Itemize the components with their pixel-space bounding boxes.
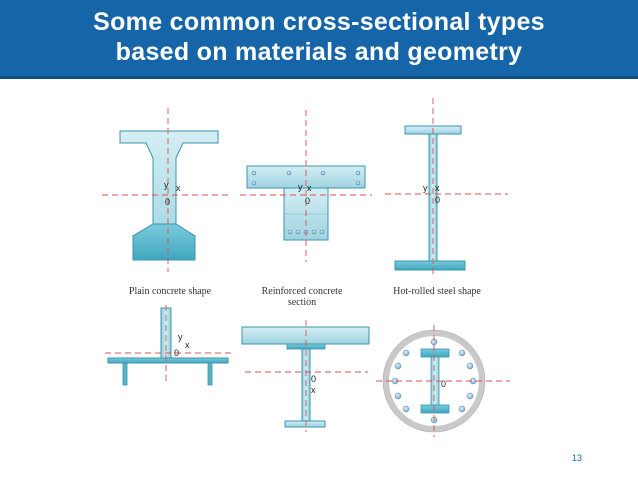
rebar-dot (458, 405, 466, 413)
built-up-left-leg (122, 362, 128, 386)
rebar-dot (320, 170, 326, 176)
x-axis-label: x (307, 183, 312, 193)
x-axis-label: x (435, 183, 440, 193)
rebar-dot (466, 362, 474, 370)
x-axis-label: x (185, 340, 190, 350)
composite-deck-section: 0 x (241, 320, 370, 432)
origin-label: 0 (165, 197, 170, 207)
plain-concrete-section: y x 0 Plain concrete shape (102, 108, 232, 297)
y-axis-label: y (298, 182, 303, 192)
rebar-dot (319, 229, 325, 235)
rebar-dot (394, 362, 402, 370)
page-number: 13 (572, 453, 583, 463)
rebar-dot (287, 229, 293, 235)
origin-label: 0 (441, 379, 446, 389)
reinforced-concrete-caption-line-1: Reinforced concrete (262, 286, 343, 297)
encased-bottom-flange (420, 404, 450, 414)
origin-label: 0 (305, 196, 310, 206)
title-banner-underline (0, 76, 638, 79)
encasement-rebars (391, 338, 477, 424)
x-axis-label: x (311, 385, 316, 395)
rebar-dot (402, 349, 410, 357)
slide-title-line-1: Some common cross-sectional types (93, 8, 545, 36)
built-up-channel-section: y x 0 (105, 305, 232, 386)
y-axis-label: y (178, 332, 183, 342)
built-up-right-leg (207, 362, 213, 386)
x-axis-label: x (176, 183, 181, 193)
rebar-dot (311, 229, 317, 235)
plain-concrete-base-bulb (132, 223, 196, 261)
title-banner (0, 0, 638, 76)
rebar-dot (251, 180, 257, 186)
origin-label: 0 (174, 348, 179, 358)
rebar-dot (458, 349, 466, 357)
rebar-dot (394, 392, 402, 400)
slide-title-line-2: based on materials and geometry (115, 38, 523, 66)
reinforced-concrete-caption-line-2: section (288, 297, 316, 308)
rebar-dot (355, 180, 361, 186)
steel-bottom-flange (394, 260, 466, 271)
rebar-dot (251, 170, 257, 176)
y-axis-label: y (423, 183, 428, 193)
composite-bottom-flange (284, 420, 326, 428)
hot-rolled-steel-section: y x 0 Hot-rolled steel shape (385, 98, 508, 297)
y-axis-label: y (164, 180, 169, 190)
plain-concrete-caption: Plain concrete shape (129, 286, 212, 297)
composite-slab (241, 326, 370, 345)
origin-label: 0 (311, 374, 316, 384)
rebar-dot (286, 170, 292, 176)
rebar-dot (295, 229, 301, 235)
built-up-horizontal-plate (107, 357, 229, 364)
hot-rolled-steel-caption: Hot-rolled steel shape (393, 286, 481, 297)
rebar-dot (402, 405, 410, 413)
encased-steel-column-section: 0 (376, 325, 510, 437)
reinforced-concrete-section: y x 0 Reinforced concrete section (240, 110, 372, 308)
origin-label: 0 (435, 195, 440, 205)
rebar-dot (355, 170, 361, 176)
encased-top-flange (420, 348, 450, 358)
rebar-dot (466, 392, 474, 400)
